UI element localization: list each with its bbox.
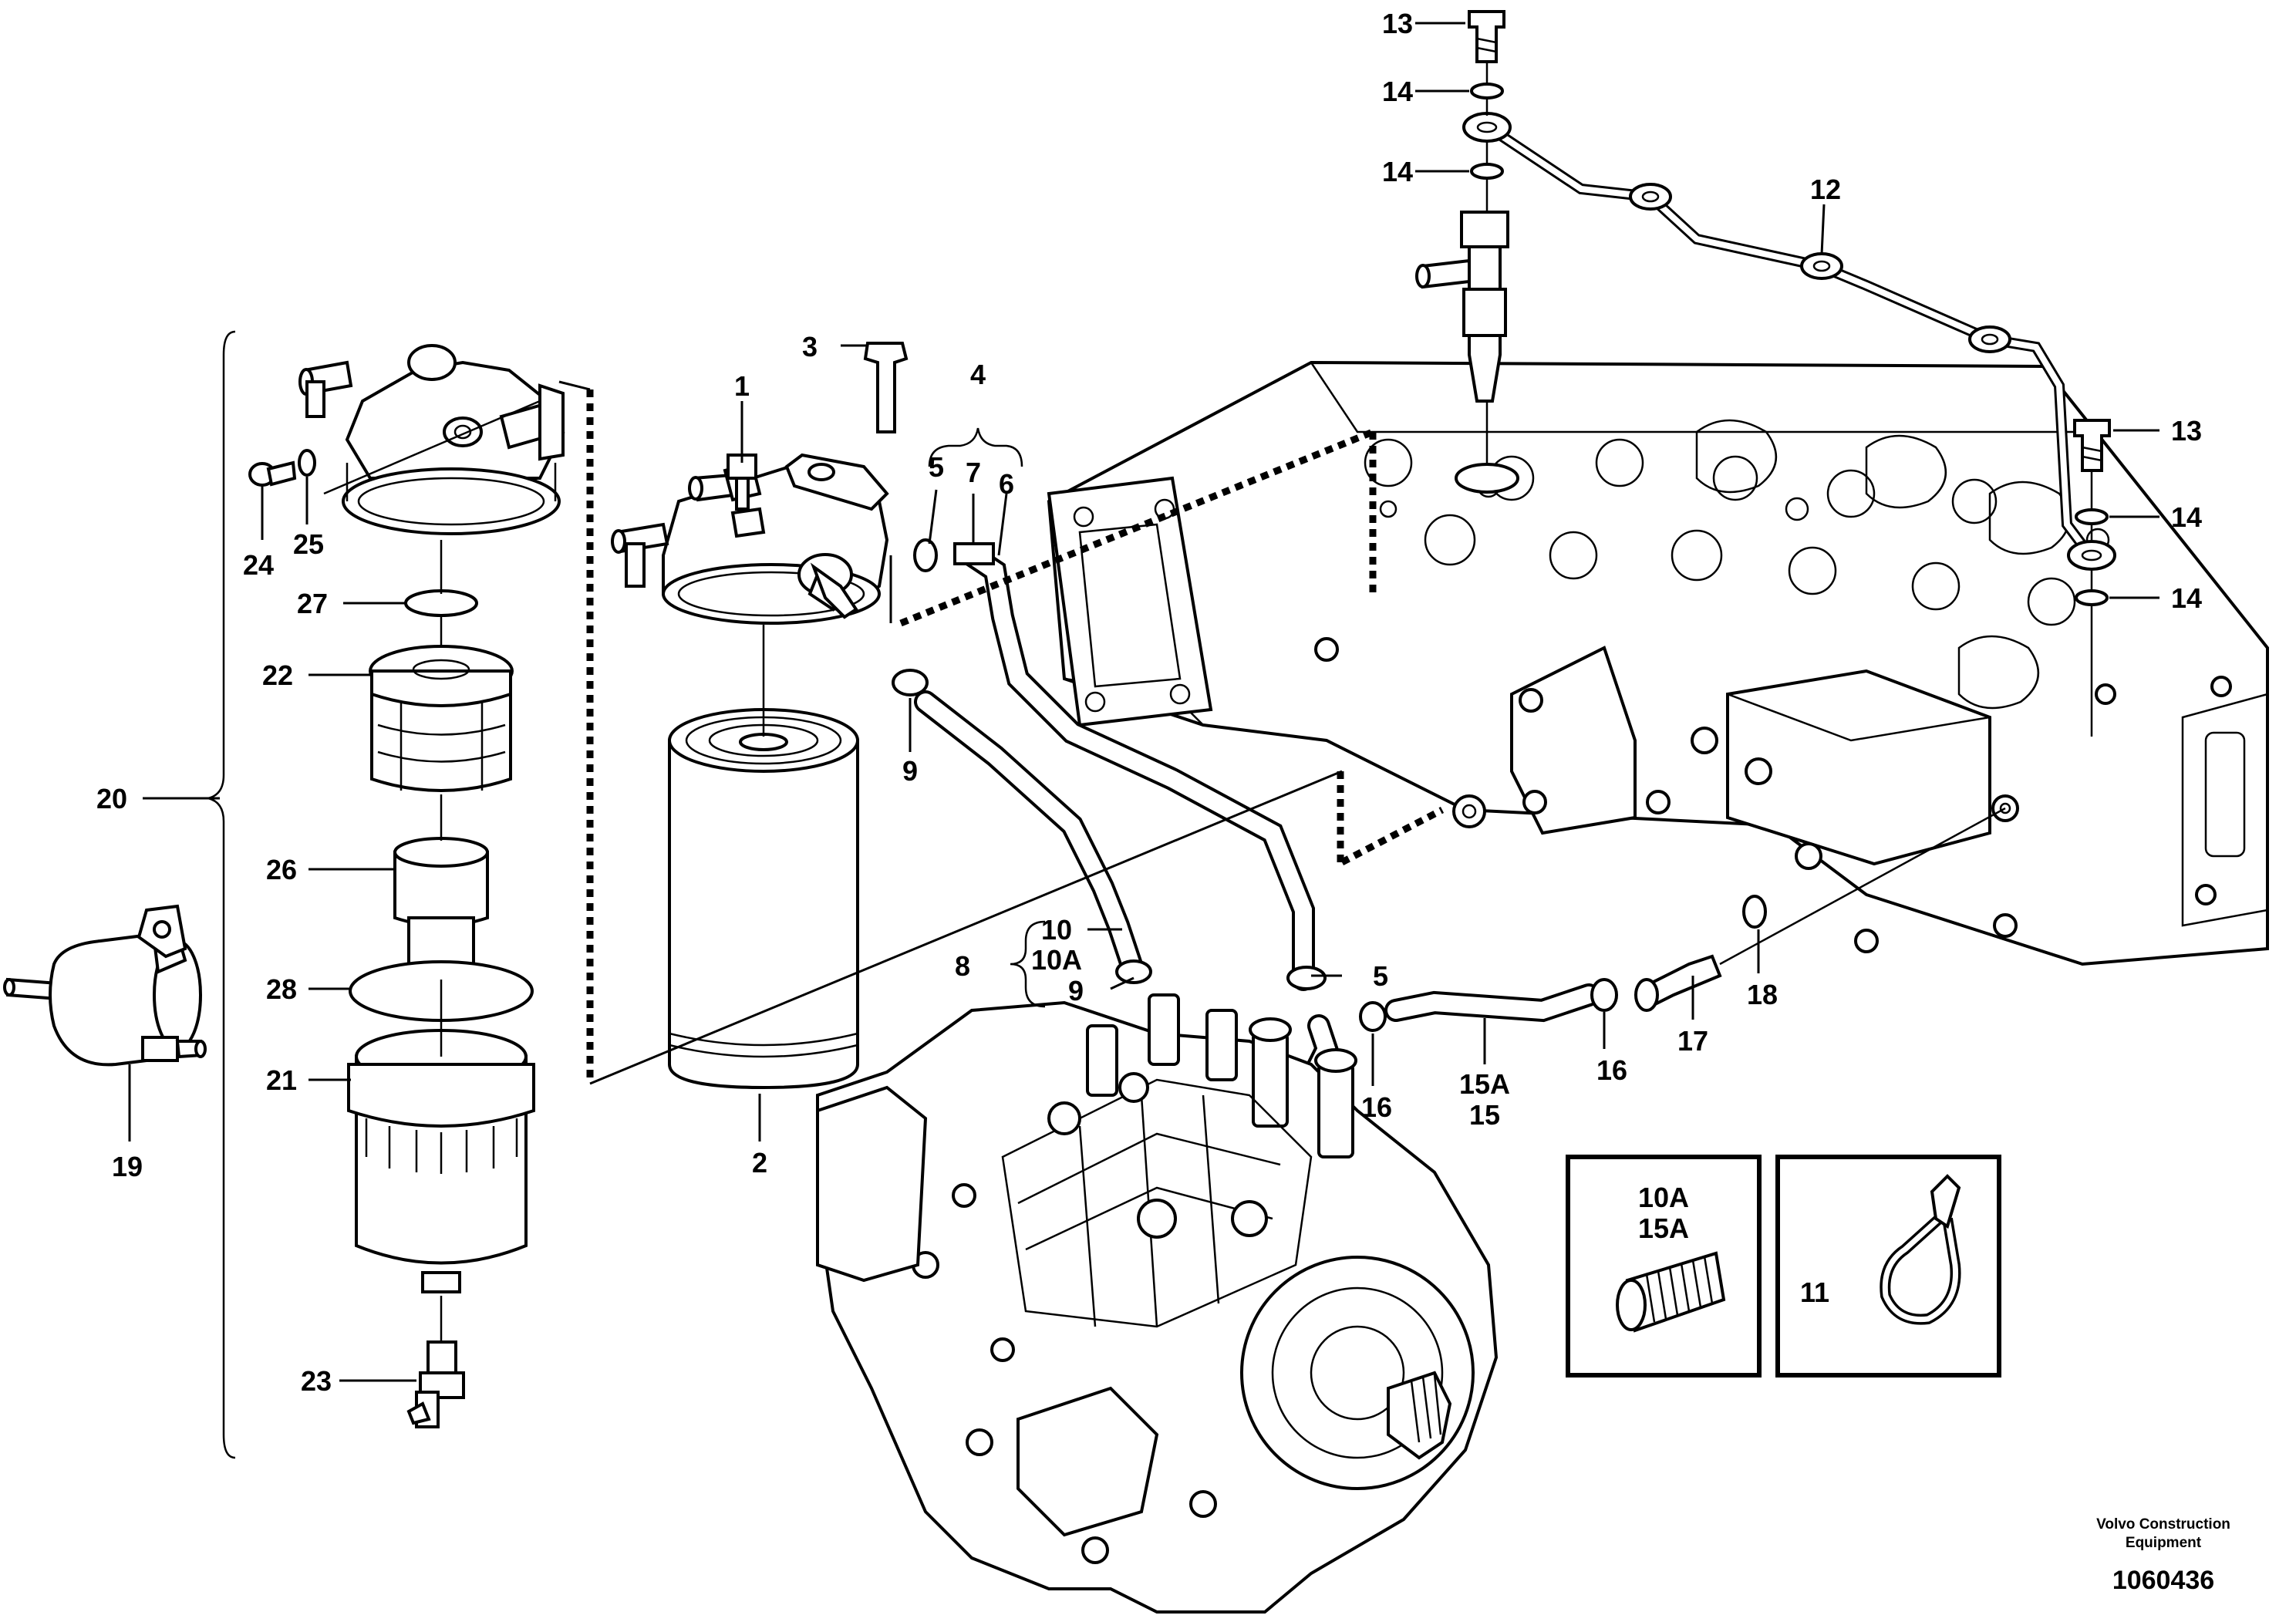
callout-20: 20: [96, 783, 127, 814]
callouts: 1 2 3 4 5 7 6 9 10 10A 8 9 5 16 15A 15 1…: [96, 8, 2202, 1397]
callout-19: 19: [112, 1151, 143, 1182]
callout-7: 7: [966, 457, 981, 488]
cylinder-head: [1047, 360, 2269, 966]
filter-bowl: [347, 1029, 535, 1293]
banjo-connector: [1462, 112, 2116, 571]
banjo-bolt-right: [2073, 419, 2111, 737]
callout-14-top: 14: [1382, 76, 1413, 107]
callout-3: 3: [802, 331, 818, 363]
fuel-injection-pump: [816, 993, 1499, 1614]
callout-4: 4: [970, 359, 986, 390]
hose-clamp: [892, 538, 1618, 1032]
fuel-hose-to-pump: [914, 690, 1145, 983]
callout-24: 24: [243, 549, 274, 581]
sealing-washer: [298, 449, 316, 477]
callout-15A: 15A: [1459, 1068, 1510, 1100]
reference-lines: [558, 380, 1445, 1085]
callout-10A: 10A: [1031, 944, 1082, 976]
drain-plug: [406, 1340, 465, 1428]
callout-6: 6: [999, 468, 1014, 500]
sealing-washer: [1470, 83, 1504, 99]
air-bleed-screw: [810, 562, 858, 619]
o-ring-head: [404, 589, 478, 617]
callout-14-third: 14: [2171, 501, 2202, 533]
callout-28: 28: [266, 973, 297, 1005]
callout-18: 18: [1747, 979, 1778, 1010]
callout-5-top: 5: [929, 451, 944, 483]
filter-element: [369, 645, 514, 792]
brand-line-1: Volvo Construction: [2096, 1516, 2230, 1533]
inset-hose-label-2: 15A: [1638, 1212, 1689, 1244]
callout-8: 8: [955, 950, 970, 982]
sealing-washer: [1470, 163, 1504, 180]
fuel-filter-cartridge: [668, 625, 859, 1090]
callout-22: 22: [262, 659, 293, 691]
banjo-bolt-top: [1468, 10, 1505, 116]
callout-26: 26: [266, 854, 297, 885]
callout-23: 23: [301, 1365, 332, 1397]
callout-17: 17: [1677, 1025, 1708, 1057]
injector: [1415, 139, 1519, 494]
corrugated-sleeve-icon: [1616, 1251, 1726, 1333]
hose-clip-icon: [1880, 1174, 1961, 1325]
sealing-washer: [2075, 589, 2109, 606]
callout-10: 10: [1041, 914, 1072, 946]
overflow-valve-fitting: [1634, 807, 2006, 1012]
group-bracket: [207, 330, 236, 1459]
callout-2: 2: [752, 1147, 767, 1179]
filter-bracket-bolt: [863, 342, 909, 433]
center-tube: [393, 837, 489, 976]
callout-1: 1: [734, 370, 750, 402]
brace-8: [1010, 920, 1046, 1008]
brace-4: [928, 427, 1023, 467]
document-number: 1060436: [2112, 1566, 2214, 1595]
callout-14-fourth: 14: [2171, 582, 2202, 614]
callout-9-upper: 9: [902, 755, 918, 787]
leader-lines: [128, 22, 2159, 1382]
inset-clip-detail: 11: [1775, 1155, 2001, 1378]
inset-hose-label-1: 10A: [1638, 1182, 1689, 1213]
callout-16-left: 16: [1361, 1091, 1392, 1123]
callout-21: 21: [266, 1064, 297, 1096]
inset-hose-detail: 10A 15A: [1566, 1155, 1762, 1378]
callout-12: 12: [1810, 174, 1841, 205]
callout-27: 27: [297, 588, 328, 619]
callout-15: 15: [1469, 1099, 1500, 1131]
leak-off-pipe: [1462, 112, 2116, 571]
fuel-pump-electric: [3, 904, 207, 1067]
plug-screw: [248, 460, 297, 487]
callout-9-lower: 9: [1068, 975, 1084, 1007]
callout-25: 25: [293, 528, 324, 560]
callout-13-right: 13: [2171, 415, 2202, 447]
callout-14-second: 14: [1382, 156, 1413, 187]
filter-head-assembly: [298, 344, 565, 535]
inset-clip-label: 11: [1800, 1276, 1829, 1308]
callout-16-right: 16: [1596, 1054, 1627, 1086]
brand-line-2: Equipment: [2126, 1535, 2202, 1551]
callout-5-lower: 5: [1373, 960, 1388, 992]
sealing-washer: [2075, 508, 2109, 525]
footer: Volvo Construction Equipment 1060436: [2096, 1516, 2230, 1595]
callout-13-top: 13: [1382, 8, 1413, 39]
